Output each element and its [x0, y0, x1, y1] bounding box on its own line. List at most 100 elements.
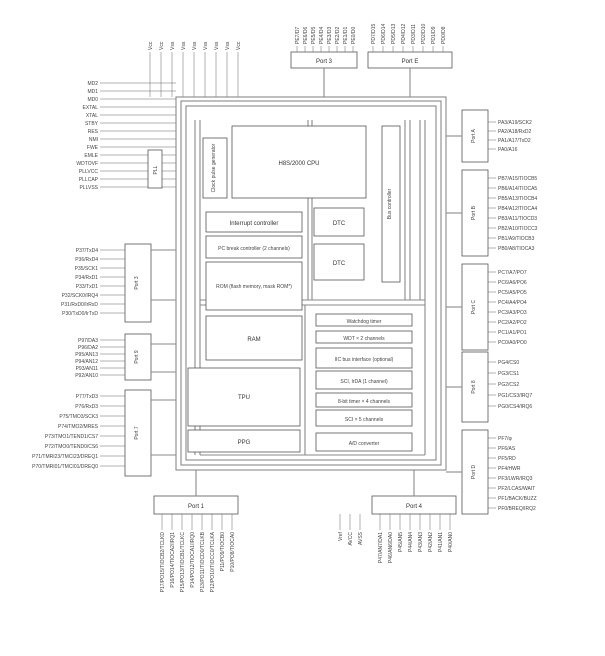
cpu-block: [231, 125, 367, 199]
cpu-label: H8S/2000 CPU: [278, 161, 319, 167]
pin-label: Vss: [203, 41, 209, 50]
pin-label: PE0/D0: [351, 27, 357, 44]
pin-label: P93/AN11: [76, 366, 99, 372]
port-e-block: Port 3: [290, 51, 358, 69]
pin-label: FWE: [87, 145, 99, 151]
clock-label: Clock pulse generator: [211, 143, 217, 192]
pll-block: [147, 149, 163, 189]
internal-bus-outer: [175, 96, 447, 471]
pin-label: P30/TxD0/IrTxD: [62, 311, 98, 317]
pin-label: P74/TMO2/MRES: [58, 424, 99, 430]
pin-label: P92/AN10: [75, 373, 98, 379]
pin-label: P35/SCK1: [75, 266, 99, 272]
svg-text:Port 3: Port 3: [134, 276, 140, 290]
internal-bus-3: [185, 105, 437, 461]
svg-text:Port 7: Port 7: [134, 426, 140, 440]
ppg-block: [187, 429, 301, 453]
pin-label: PD6/D14: [381, 23, 387, 44]
pin-label: PA2/A18/RxD2: [498, 129, 531, 135]
pin-label: PF1/BACK/BUZZ: [498, 496, 537, 502]
svg-text:Port 9: Port 9: [134, 350, 140, 364]
pin-label: Vss: [214, 41, 220, 50]
pin-label: P16/PO14/TIOCA2/IRQ1: [170, 532, 176, 588]
pin-label: P72/TMO0/TEND0/CS6: [45, 444, 98, 450]
port-d-label: Port E: [402, 59, 419, 65]
svg-text:WDT × 2 channels: WDT × 2 channels: [343, 336, 385, 342]
port-9-pins: P97/DA3P96/DA2P95/AN13P94/AN12P93/AN11P9…: [75, 338, 125, 379]
pin-label: PLLVSS: [79, 185, 98, 191]
pin-label: Vss: [192, 41, 198, 50]
pin-label: PG3/CS1: [498, 371, 519, 377]
pin-label: PD0/D8: [441, 26, 447, 44]
wdt2-block: [315, 330, 413, 344]
right-port-links: [446, 135, 462, 473]
pin-label: XTAL: [86, 113, 98, 119]
svg-text:Port B: Port B: [471, 205, 477, 220]
pin-label: P31/RxD0/IrRxD: [61, 302, 98, 308]
sci-block: [315, 409, 413, 427]
pin-label: P45/AN5: [398, 532, 404, 552]
pin-label: PE6/D6: [303, 27, 309, 44]
pin-label: P73/TMO1/TEND1/CS7: [45, 434, 98, 440]
pin-label: P47/AN7/DA1: [378, 532, 384, 563]
pin-label: PF4/HWR: [498, 466, 521, 472]
pin-label: P15/PO13/TIOCB1/TCLKC: [180, 532, 186, 593]
pin-label: P96/DA2: [78, 345, 98, 351]
svg-text:Port D: Port D: [471, 465, 477, 480]
pin-label: PC7/A7/PO7: [498, 270, 527, 276]
pin-label: P32/SCK0/IRQ4: [62, 293, 99, 299]
pin-label: P14/PO12/TIOCA1/IRQ0: [190, 532, 196, 588]
pin-label: PB4/A12/TIOCA4: [498, 206, 537, 212]
interrupt-controller-block: [205, 211, 303, 233]
pin-label: RES: [88, 129, 99, 135]
pin-label: Vcc: [236, 41, 242, 50]
pin-label: PE7/D7: [295, 27, 301, 44]
sci-ir-block: [315, 370, 413, 390]
pin-label: PD5/D13: [391, 23, 397, 44]
pin-label: PB3/A11/TIOCD3: [498, 216, 537, 222]
svg-text:IIC bus interface (optional): IIC bus interface (optional): [335, 357, 394, 363]
svg-text:Port 1: Port 1: [188, 504, 205, 510]
pin-label: P34/RxD1: [75, 275, 98, 281]
svg-text:Port 4: Port 4: [406, 504, 423, 510]
svg-text:Watchdog timer: Watchdog timer: [347, 319, 382, 325]
bus-controller-label: Bus controller: [387, 188, 393, 219]
port-1-block: Port 1: [153, 495, 239, 515]
interrupt-label: Interrupt controller: [230, 221, 279, 227]
bottom-port-links: [195, 470, 415, 496]
port-e-label: Port 3: [316, 59, 333, 65]
pin-label: P13/PO11/TIOCD0/TCLKB: [200, 531, 206, 592]
port-a-block: Port A: [461, 109, 489, 163]
ram-block: [205, 315, 303, 361]
pin-label: P42/AN2: [428, 532, 434, 552]
svg-text:SCI × 5 channels: SCI × 5 channels: [345, 417, 384, 423]
port-7-block: Port 7: [124, 389, 152, 477]
dtc-block: [313, 207, 365, 237]
ram-label: RAM: [247, 337, 260, 343]
pin-label: PA3/A19/SCK2: [498, 120, 532, 126]
pin-label: Vref: [338, 531, 344, 541]
port-a-pins: PA3/A19/SCK2PA2/A18/RxD2PA1/A17/TxD2PA0/…: [488, 120, 532, 153]
pin-label: PE1/D1: [343, 27, 349, 44]
pin-label: PG4/CS0: [498, 360, 519, 366]
pin-label: Vss: [181, 41, 187, 50]
pin-label: MD0: [87, 97, 98, 103]
pin-label: PF2/LCAS/WAIT: [498, 486, 535, 492]
pin-label: PF5/RD: [498, 456, 516, 462]
pin-label: P76/RxD3: [75, 404, 98, 410]
pin-label: PB5/A13/TIOCB4: [498, 196, 537, 202]
pin-label: P70/TMRI01/TMCI01/DREQ0: [32, 464, 98, 470]
port-7-pins: P77/TxD3P76/RxD3P75/TMO3/SCK3P74/TMO2/MR…: [32, 394, 125, 470]
pin-label: PG1/CS3/IRQ7: [498, 393, 532, 399]
port-f-block: Port D: [461, 429, 489, 515]
pin-label: PD2/D10: [421, 23, 427, 44]
port-3-pins: P37/TxD4P36/RxD4P35/SCK1P34/RxD1P33/TxD1…: [61, 248, 125, 317]
pin-label: P95/AN13: [75, 352, 98, 358]
svg-text:Port 8: Port 8: [471, 380, 477, 394]
pin-label: PC1/A1/PO1: [498, 330, 527, 336]
pin-label: MD2: [87, 81, 98, 87]
pin-label: PB6/A14/TIOCA5: [498, 186, 537, 192]
